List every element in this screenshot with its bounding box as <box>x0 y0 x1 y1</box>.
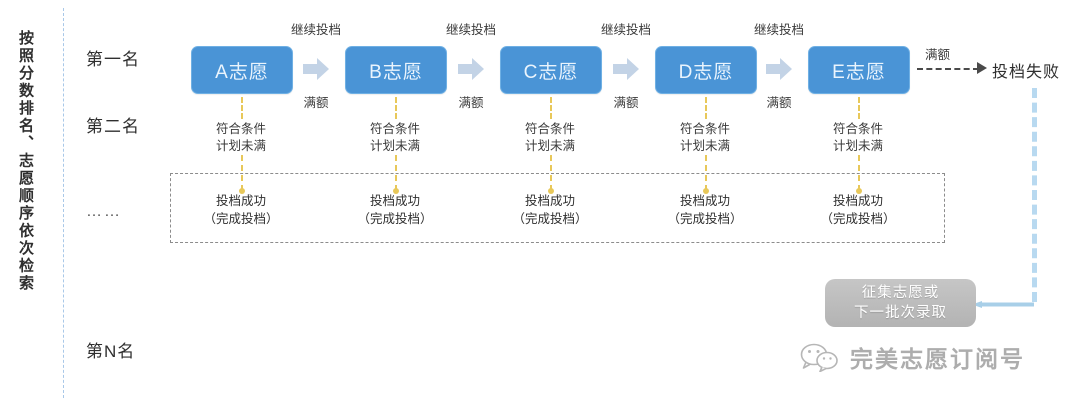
full-label-4: 满额 <box>766 96 792 110</box>
flow-arrow-c-to-d <box>613 58 639 80</box>
volunteer-box-d[interactable]: D志愿 <box>655 46 757 94</box>
continue-label-1: 继续投档 <box>290 23 341 37</box>
volunteer-box-e[interactable]: E志愿 <box>808 46 910 94</box>
rank-label-nth: 第N名 <box>86 342 136 361</box>
yellow-connector-c-top <box>550 97 552 119</box>
continue-label-2: 继续投档 <box>445 23 496 37</box>
condition-text-e: 符合条件 计划未满 <box>832 122 883 153</box>
success-text-a: 投档成功 （完成投档） <box>203 194 279 226</box>
condition-text-d: 符合条件 计划未满 <box>679 122 730 153</box>
left-divider <box>63 8 64 398</box>
fail-text: 投档失败 <box>992 64 1061 81</box>
success-text-d: 投档成功 （完成投档） <box>667 194 743 226</box>
yellow-dot-d <box>703 188 709 194</box>
success-text-e: 投档成功 （完成投档） <box>820 194 896 226</box>
yellow-connector-a-top <box>241 97 243 119</box>
success-text-c: 投档成功 （完成投档） <box>512 194 588 226</box>
fallback-pill-line2: 下一批次录取 <box>854 305 947 321</box>
fail-dashed-connector <box>917 68 979 70</box>
yellow-dot-c <box>548 188 554 194</box>
yellow-connector-e-top <box>858 97 860 119</box>
full-label-2: 满额 <box>458 96 484 110</box>
flow-arrow-d-to-e <box>766 58 792 80</box>
fail-arrowhead-icon <box>977 62 987 74</box>
watermark-logo: 完美志愿订阅号 <box>800 340 1025 374</box>
condition-text-c: 符合条件 计划未满 <box>524 122 575 153</box>
fallback-vertical-path <box>1032 88 1037 302</box>
flow-arrow-b-to-c <box>458 58 484 80</box>
success-text-b: 投档成功 （完成投档） <box>357 194 433 226</box>
continue-label-4: 继续投档 <box>753 23 804 37</box>
rank-label-second: 第二名 <box>86 117 140 136</box>
condition-text-b: 符合条件 计划未满 <box>369 122 420 153</box>
success-group-box <box>170 173 945 243</box>
fallback-pill[interactable]: 征集志愿或 下一批次录取 <box>825 279 976 327</box>
watermark-logo-text: 完美志愿订阅号 <box>850 346 1025 372</box>
fallback-pill-line1: 征集志愿或 <box>861 285 940 301</box>
flow-arrow-a-to-b <box>303 58 329 80</box>
condition-text-a: 符合条件 计划未满 <box>215 122 266 153</box>
fallback-horizontal-arrow <box>972 301 1034 308</box>
full-label-1: 满额 <box>303 96 329 110</box>
full-label-5: 满额 <box>925 48 951 62</box>
volunteer-box-b[interactable]: B志愿 <box>345 46 447 94</box>
rank-label-first: 第一名 <box>86 50 140 69</box>
volunteer-box-a[interactable]: A志愿 <box>191 46 293 94</box>
yellow-connector-b-top <box>395 97 397 119</box>
side-caption: 按照分数排名、志愿顺序依次检索 <box>17 30 34 293</box>
volunteer-box-c[interactable]: C志愿 <box>500 46 602 94</box>
yellow-dot-b <box>393 188 399 194</box>
full-label-3: 满额 <box>613 96 639 110</box>
yellow-dot-e <box>856 188 862 194</box>
wechat-bubble-icon <box>800 343 838 372</box>
yellow-connector-d-top <box>705 97 707 119</box>
continue-label-3: 继续投档 <box>600 23 651 37</box>
yellow-dot-a <box>239 188 245 194</box>
rank-label-ellipsis: …… <box>86 203 122 220</box>
